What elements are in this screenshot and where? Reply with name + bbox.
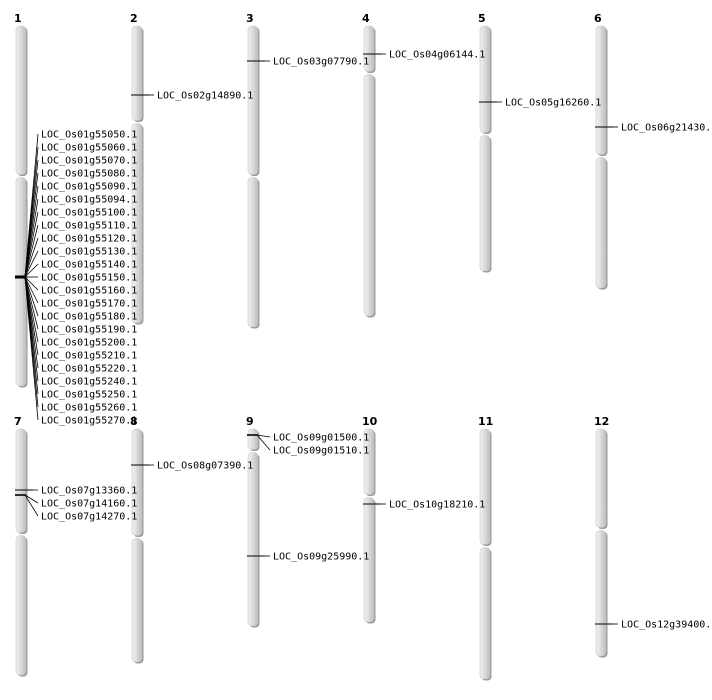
gene-label: LOC_Os10g18210.1 bbox=[389, 500, 485, 511]
chromosome-number: 7 bbox=[14, 415, 22, 428]
chromosome-q-arm-3 bbox=[247, 177, 259, 328]
chromosome-layer bbox=[15, 25, 608, 681]
chromosome-p-arm-4 bbox=[363, 25, 375, 72]
gene-label: LOC_Os01g55250.1 bbox=[41, 390, 137, 401]
gene-label: LOC_Os01g55260.1 bbox=[41, 403, 137, 414]
chromosome-p-arm-1 bbox=[15, 25, 27, 175]
chromosome-p-arm-12 bbox=[595, 428, 607, 528]
chromosome-p-arm-8 bbox=[131, 428, 143, 536]
gene-connector bbox=[24, 494, 39, 504]
gene-connector bbox=[24, 198, 39, 278]
gene-connector bbox=[24, 263, 39, 278]
gene-label: LOC_Os07g14270.1 bbox=[41, 512, 137, 523]
chromosome-number: 4 bbox=[362, 12, 370, 25]
gene-connector bbox=[24, 276, 39, 317]
gene-label: LOC_Os01g55120.1 bbox=[41, 234, 137, 245]
gene-connector bbox=[24, 211, 39, 278]
gene-connector bbox=[256, 434, 271, 438]
chromosome-number: 6 bbox=[594, 12, 602, 25]
gene-label: LOC_Os01g55080.1 bbox=[41, 169, 137, 180]
gene-connector bbox=[24, 224, 39, 278]
chromosome-p-arm-2 bbox=[131, 25, 143, 121]
chromosome-number: 5 bbox=[478, 12, 486, 25]
gene-label: LOC_Os12g39400.1 bbox=[621, 620, 712, 631]
gene-label: LOC_Os01g55220.1 bbox=[41, 364, 137, 375]
chromosome-q-arm-4 bbox=[363, 74, 375, 317]
chromosome-number: 8 bbox=[130, 415, 138, 428]
gene-connector bbox=[256, 434, 271, 451]
gene-label: LOC_Os01g55110.1 bbox=[41, 221, 137, 232]
gene-label: LOC_Os01g55180.1 bbox=[41, 312, 137, 323]
gene-connector bbox=[24, 276, 39, 330]
chromosome-number: 9 bbox=[246, 415, 254, 428]
gene-label: LOC_Os09g25990.1 bbox=[273, 552, 369, 563]
chromosome-number: 11 bbox=[478, 415, 493, 428]
gene-label: LOC_Os01g55130.1 bbox=[41, 247, 137, 258]
gene-label: LOC_Os01g55050.1 bbox=[41, 130, 137, 141]
gene-connector bbox=[24, 276, 39, 304]
chromosome-q-arm-8 bbox=[131, 538, 143, 663]
gene-label: LOC_Os02g14890.1 bbox=[157, 91, 253, 102]
chromosome-q-arm-6 bbox=[595, 157, 607, 289]
gene-label: LOC_Os06g21430.1 bbox=[621, 123, 712, 134]
chromosome-q-arm-7 bbox=[15, 535, 27, 676]
chromosome-number: 3 bbox=[246, 12, 254, 25]
gene-label: LOC_Os07g13360.1 bbox=[41, 486, 137, 497]
chromosome-number: 1 bbox=[14, 12, 22, 25]
gene-label: LOC_Os08g07390.1 bbox=[157, 461, 253, 472]
gene-label: LOC_Os07g14160.1 bbox=[41, 499, 137, 510]
label-layer: 1LOC_Os01g55050.1LOC_Os01g55060.1LOC_Os0… bbox=[14, 12, 712, 631]
connector-layer bbox=[15, 53, 618, 625]
gene-label: LOC_Os01g55200.1 bbox=[41, 338, 137, 349]
chromosome-p-arm-3 bbox=[247, 25, 259, 175]
gene-label: LOC_Os01g55090.1 bbox=[41, 182, 137, 193]
chromosome-p-arm-10 bbox=[363, 428, 375, 495]
gene-connector bbox=[24, 494, 39, 517]
gene-label: LOC_Os01g55170.1 bbox=[41, 299, 137, 310]
gene-connector bbox=[24, 250, 39, 278]
chromosome-number: 10 bbox=[362, 415, 378, 428]
gene-label: LOC_Os01g55270.1 bbox=[41, 416, 137, 427]
gene-label: LOC_Os01g55160.1 bbox=[41, 286, 137, 297]
chromosome-q-arm-5 bbox=[479, 135, 491, 272]
gene-label: LOC_Os01g55100.1 bbox=[41, 208, 137, 219]
chromosome-number: 2 bbox=[130, 12, 138, 25]
chromosome-p-arm-9 bbox=[247, 428, 259, 450]
gene-label: LOC_Os09g01500.1 bbox=[273, 433, 369, 444]
chromosome-number: 12 bbox=[594, 415, 609, 428]
gene-label: LOC_Os01g55210.1 bbox=[41, 351, 137, 362]
chromosome-q-arm-12 bbox=[595, 530, 607, 657]
gene-label: LOC_Os01g55190.1 bbox=[41, 325, 137, 336]
gene-label: LOC_Os04g06144.1 bbox=[389, 50, 485, 61]
gene-label: LOC_Os03g07790.1 bbox=[273, 57, 369, 68]
gene-label: LOC_Os05g16260.1 bbox=[505, 98, 601, 109]
chromosome-q-arm-2 bbox=[131, 123, 143, 324]
gene-label: LOC_Os01g55150.1 bbox=[41, 273, 137, 284]
chromosome-q-arm-11 bbox=[479, 547, 491, 680]
gene-label: LOC_Os01g55060.1 bbox=[41, 143, 137, 154]
chromosome-p-arm-5 bbox=[479, 25, 491, 133]
gene-connector bbox=[24, 276, 39, 421]
gene-label: LOC_Os01g55070.1 bbox=[41, 156, 137, 167]
chromosome-p-arm-7 bbox=[15, 428, 27, 533]
gene-connector bbox=[24, 237, 39, 278]
gene-label: LOC_Os01g55094.1 bbox=[41, 195, 137, 206]
chromosome-p-arm-6 bbox=[595, 25, 607, 155]
chromosome-q-arm-1 bbox=[15, 177, 27, 387]
gene-label: LOC_Os01g55140.1 bbox=[41, 260, 137, 271]
chromosome-q-arm-9 bbox=[247, 452, 259, 627]
gene-label: LOC_Os01g55240.1 bbox=[41, 377, 137, 388]
chromosome-p-arm-11 bbox=[479, 428, 491, 545]
gene-connector bbox=[24, 276, 39, 291]
gene-label: LOC_Os09g01510.1 bbox=[273, 446, 369, 457]
chromosome-q-arm-10 bbox=[363, 497, 375, 623]
